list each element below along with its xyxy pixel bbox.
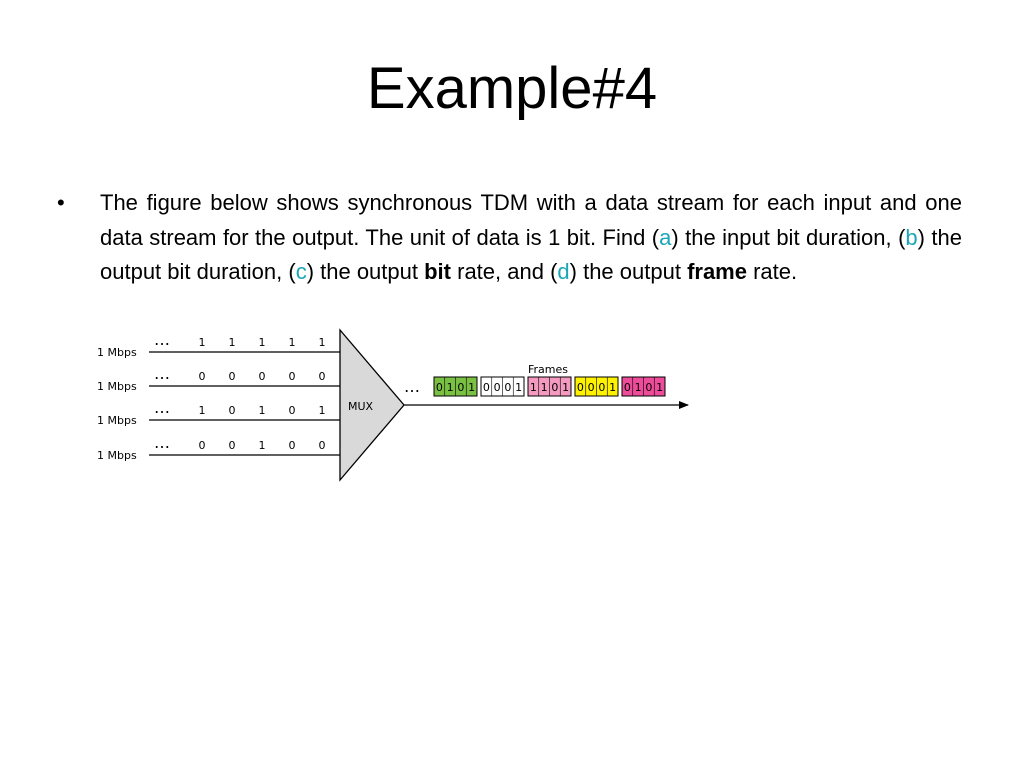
frame-bit: 1 bbox=[656, 381, 663, 394]
output-ellipsis: … bbox=[404, 377, 420, 396]
input-bit: 0 bbox=[289, 439, 296, 452]
bullet-marker: • bbox=[57, 190, 65, 215]
mux-triangle bbox=[339, 328, 405, 482]
frame-bit: 0 bbox=[483, 381, 490, 394]
input-rate-label: 1 Mbps bbox=[97, 449, 137, 462]
frame-bit: 1 bbox=[468, 381, 475, 394]
input-bit: 0 bbox=[229, 439, 236, 452]
input-rate-label: 1 Mbps bbox=[97, 380, 137, 393]
text-segment: The figure below shows synchronous TDM w… bbox=[100, 190, 962, 250]
input-ellipsis: … bbox=[154, 364, 170, 383]
input-bit: 0 bbox=[229, 404, 236, 417]
input-bit: 1 bbox=[259, 336, 266, 349]
input-bit: 1 bbox=[199, 336, 206, 349]
frame-bit: 0 bbox=[598, 381, 605, 394]
slide-title: Example#4 bbox=[366, 56, 658, 121]
text-segment: ) the output bbox=[306, 259, 425, 284]
frame-bit: 1 bbox=[530, 381, 537, 394]
frame-bit: 1 bbox=[447, 381, 454, 394]
input-bit: 0 bbox=[289, 370, 296, 383]
frame-bit: 0 bbox=[457, 381, 464, 394]
input-bit: 0 bbox=[289, 404, 296, 417]
input-bit: 0 bbox=[199, 370, 206, 383]
input-rate-label: 1 Mbps bbox=[97, 414, 137, 427]
frame-bit: 1 bbox=[515, 381, 522, 394]
bold-frame: frame bbox=[687, 259, 747, 284]
bold-bit: bit bbox=[424, 259, 451, 284]
frame-bit: 1 bbox=[609, 381, 616, 394]
frame-bit: 1 bbox=[562, 381, 569, 394]
input-ellipsis: … bbox=[154, 330, 170, 349]
mux-label: MUX bbox=[348, 400, 374, 413]
input-ellipsis: … bbox=[154, 398, 170, 417]
input-bit: 0 bbox=[259, 370, 266, 383]
frame-bit: 0 bbox=[588, 381, 595, 394]
input-bit: 1 bbox=[319, 404, 326, 417]
input-bit: 0 bbox=[319, 439, 326, 452]
input-rate-label: 1 Mbps bbox=[97, 346, 137, 359]
letter-c: c bbox=[295, 259, 307, 284]
input-bit: 1 bbox=[229, 336, 236, 349]
letter-a: a bbox=[659, 224, 672, 250]
frame-bit: 0 bbox=[504, 381, 511, 394]
input-bit: 0 bbox=[199, 439, 206, 452]
frame-bit: 0 bbox=[494, 381, 501, 394]
frame-bit: 0 bbox=[436, 381, 443, 394]
letter-d: d bbox=[557, 259, 570, 284]
frame-bit: 1 bbox=[541, 381, 548, 394]
frame-bit: 0 bbox=[645, 381, 652, 394]
frame-bit: 1 bbox=[635, 381, 642, 394]
input-bit: 0 bbox=[319, 370, 326, 383]
input-bit: 1 bbox=[289, 336, 296, 349]
text-segment: ) the input bit duration, ( bbox=[671, 224, 906, 250]
input-bit: 1 bbox=[259, 439, 266, 452]
input-bit: 1 bbox=[319, 336, 326, 349]
input-bit: 0 bbox=[229, 370, 236, 383]
frames-label: Frames bbox=[528, 363, 568, 376]
frame-bit: 0 bbox=[551, 381, 558, 394]
text-segment: rate. bbox=[746, 259, 798, 284]
input-bit: 1 bbox=[259, 404, 266, 417]
input-ellipsis: … bbox=[154, 433, 170, 452]
text-segment: rate, and ( bbox=[451, 259, 558, 284]
text-segment: ) the output bbox=[569, 259, 688, 284]
frame-bit: 0 bbox=[624, 381, 631, 394]
frame-bit: 0 bbox=[577, 381, 584, 394]
input-bit: 1 bbox=[199, 404, 206, 417]
text-segment: ) the output bit duration, ( bbox=[100, 224, 962, 285]
letter-b: b bbox=[905, 224, 918, 250]
bullet-text: The figure below shows synchronous TDM w… bbox=[100, 186, 962, 290]
